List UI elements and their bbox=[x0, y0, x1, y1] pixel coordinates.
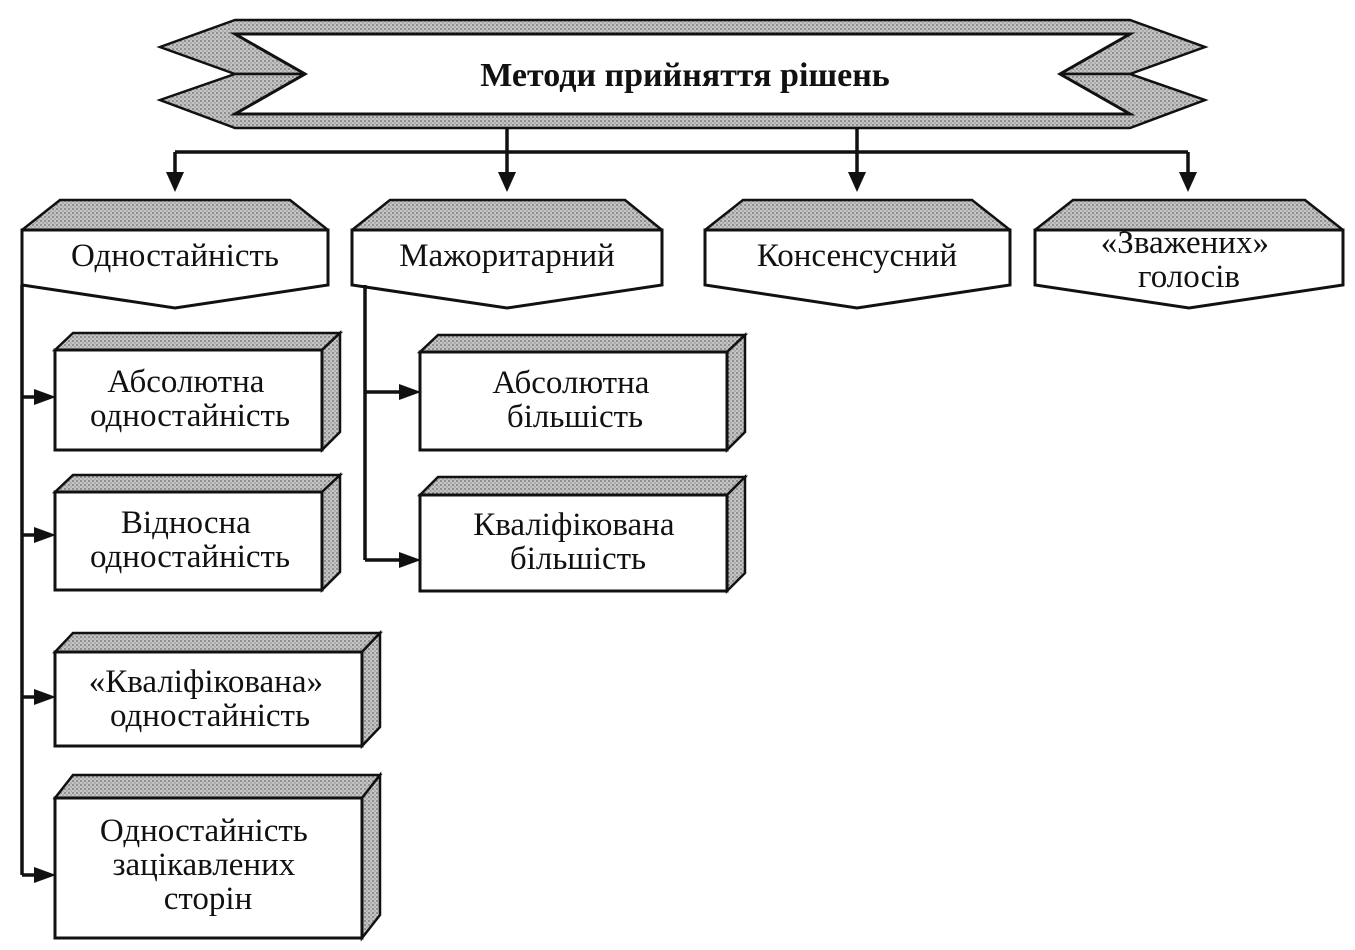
method-node-3: Консенсусний bbox=[703, 198, 1012, 310]
method-node-4-label: «Зважених» голосів bbox=[1101, 225, 1277, 295]
arrowhead-method-3 bbox=[848, 172, 866, 192]
diagram-title: Методи прийняття рішень bbox=[480, 57, 890, 94]
method-node-1: Одностайність bbox=[20, 198, 330, 310]
method-node-3-face bbox=[703, 228, 1012, 310]
majority-branch bbox=[363, 285, 421, 568]
unanimity-type-4-side bbox=[360, 771, 382, 942]
unanimity-type-4-label: Одностайність зацікавлених сторін bbox=[100, 813, 316, 917]
unanimity-type-3-side bbox=[360, 629, 382, 750]
unanimity-type-2-top bbox=[51, 473, 344, 494]
majority-type-1-label: Абсолютна більшість bbox=[492, 365, 657, 435]
unanimity-type-2-side bbox=[320, 472, 342, 594]
majority-type-1: Абсолютна більшість bbox=[416, 332, 749, 454]
unanimity-type-4-face bbox=[53, 796, 364, 940]
unanimity-type-1-side bbox=[320, 330, 342, 454]
unanimity-type-1-face bbox=[53, 348, 324, 452]
unanimity-type-4: Одностайність зацікавлених сторін bbox=[52, 771, 383, 942]
unanimity-type-2-label: Відносна одностайність bbox=[90, 505, 290, 575]
majority-arrowhead-2 bbox=[399, 552, 421, 568]
majority-type-2-side bbox=[725, 473, 747, 595]
unanimity-type-3: «Кваліфікована» одностайність bbox=[52, 629, 383, 750]
unanimity-arrowhead-4 bbox=[34, 867, 56, 883]
arrowhead-method-1 bbox=[166, 172, 184, 192]
unanimity-type-1-label: Абсолютна одностайність bbox=[90, 364, 290, 434]
unanimity-type-2-face bbox=[53, 490, 324, 592]
majority-arrowhead-1 bbox=[399, 384, 421, 400]
method-node-4: «Зважених» голосів bbox=[1033, 198, 1345, 310]
unanimity-type-1: Абсолютна одностайність bbox=[51, 330, 344, 454]
unanimity-type-2: Відносна одностайність bbox=[51, 472, 344, 594]
unanimity-arrowhead-3 bbox=[34, 689, 56, 705]
method-node-2-face bbox=[350, 228, 664, 310]
unanimity-arrowhead-2 bbox=[34, 527, 56, 543]
majority-type-2-face bbox=[418, 493, 729, 593]
unanimity-arrowhead-1 bbox=[34, 389, 56, 405]
method-node-2: Мажоритарний bbox=[350, 198, 664, 310]
method-node-1-face bbox=[20, 228, 330, 310]
majority-type-2: Кваліфікована більшість bbox=[416, 473, 749, 595]
arrowhead-method-2 bbox=[498, 172, 516, 192]
arrowhead-method-4 bbox=[1179, 172, 1197, 192]
title-banner-face bbox=[229, 32, 1136, 116]
majority-type-1-side bbox=[725, 332, 747, 454]
majority-type-2-top bbox=[416, 475, 749, 497]
method-node-2-label: Мажоритарний bbox=[399, 238, 615, 274]
majority-type-2-label: Кваліфікована більшість bbox=[473, 507, 683, 577]
unanimity-type-3-label: «Кваліфікована» одностайність bbox=[89, 664, 332, 734]
unanimity-branch bbox=[20, 285, 56, 883]
method-node-1-label: Одностайність bbox=[71, 238, 279, 274]
unanimity-type-1-top bbox=[51, 331, 344, 352]
title-banner: Методи прийняття рішень bbox=[156, 18, 1209, 130]
majority-type-1-face bbox=[418, 350, 729, 452]
method-node-4-face bbox=[1033, 228, 1345, 310]
unanimity-type-4-top bbox=[52, 773, 383, 800]
unanimity-type-3-face bbox=[53, 650, 364, 748]
majority-type-1-top bbox=[416, 333, 749, 354]
top-connectors bbox=[166, 128, 1197, 192]
unanimity-type-3-top bbox=[52, 631, 383, 654]
method-node-3-label: Консенсусний bbox=[757, 238, 957, 274]
